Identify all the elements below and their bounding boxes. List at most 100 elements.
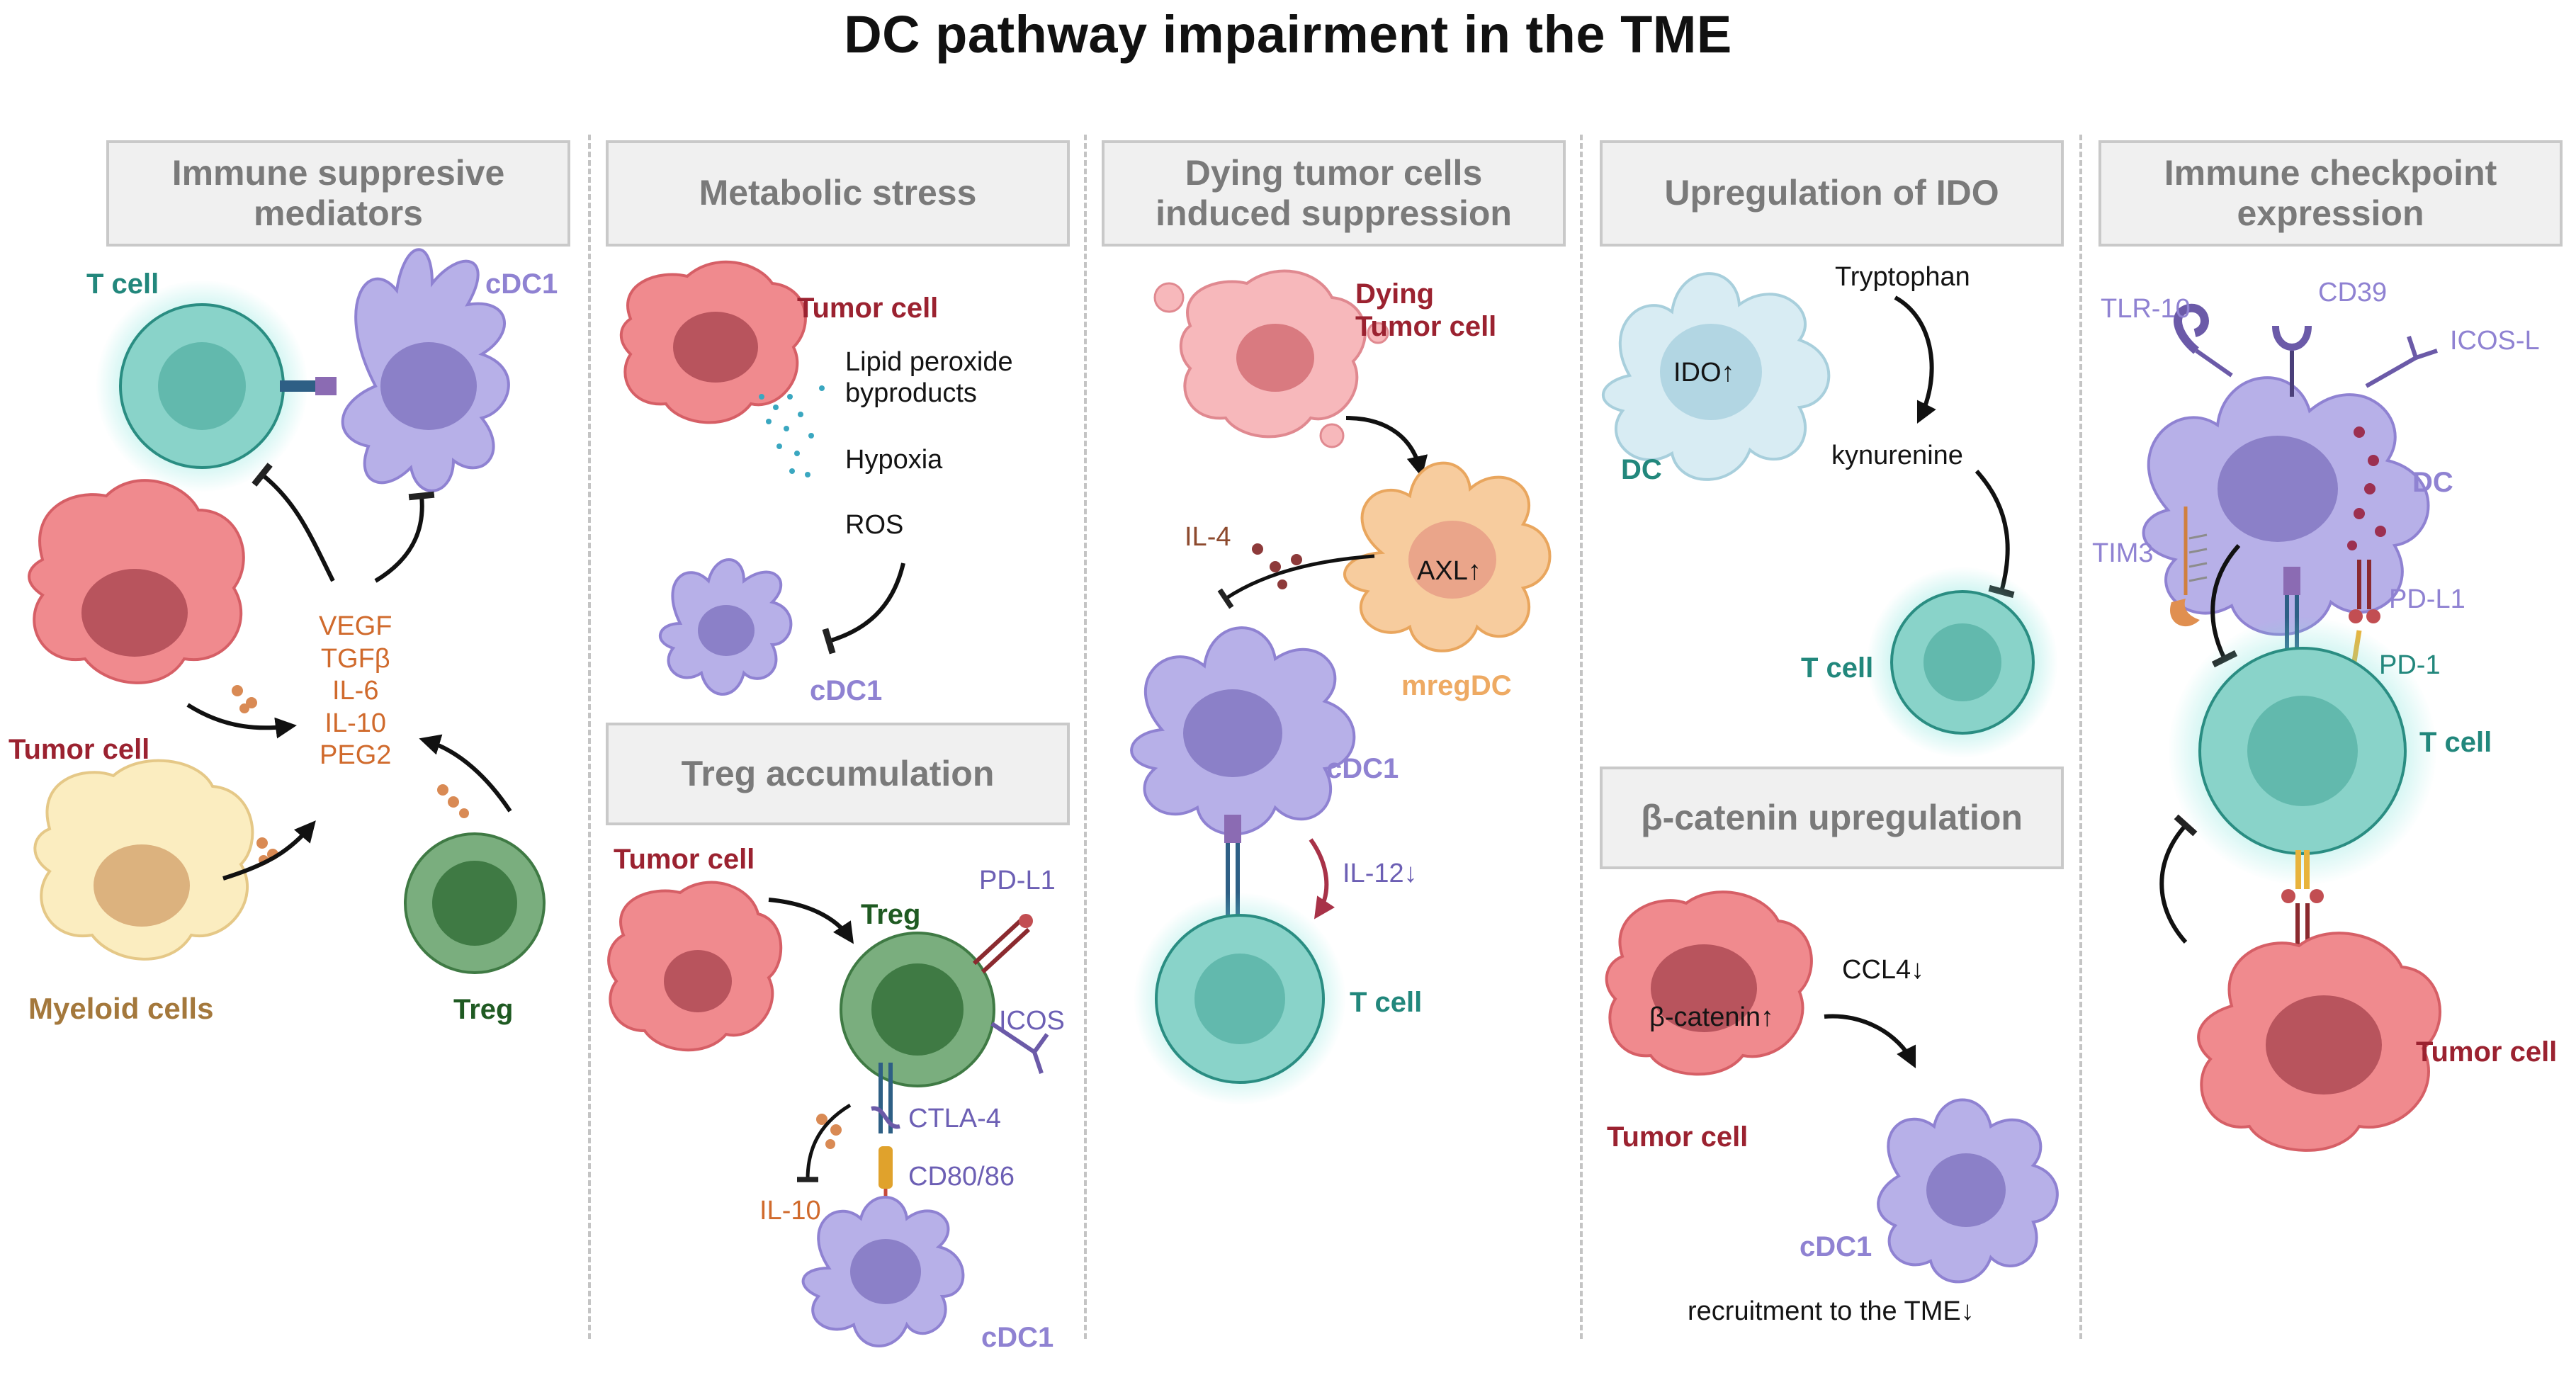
tumor-inhibit-p5 — [2159, 814, 2198, 944]
label-tumor-cell-p5: Tumor cell — [2416, 1036, 2558, 1068]
label-tryptophan: Tryptophan — [1835, 262, 1970, 292]
tumor-cell-p2-bottom — [607, 881, 783, 1052]
label-myeloid-cells: Myeloid cells — [28, 992, 214, 1025]
divider-2 — [1084, 135, 1087, 1339]
label-pd-1: PD-1 — [2379, 650, 2441, 680]
header-upregulation-ido: Upregulation of IDO — [1600, 140, 2064, 247]
dc-granules-p5 — [2347, 426, 2386, 550]
secretion-dots-p1 — [232, 685, 469, 865]
cdc1-cell-p2-bottom — [801, 1196, 965, 1347]
label-mregdc: mregDC — [1401, 670, 1512, 701]
dc-cell-p4 — [1601, 272, 1831, 481]
dying-tumor-cell-p3 — [1153, 269, 1389, 448]
label-dying-tumor-cell: Dying Tumor cell — [1355, 278, 1497, 342]
label-recruitment: recruitment to the TME↓ — [1688, 1296, 1975, 1326]
label-il-4: IL-4 — [1185, 522, 1231, 552]
label-dc-p5: DC — [2412, 467, 2453, 498]
arrow-to-treg-p2 — [768, 898, 854, 944]
label-hypoxia: Hypoxia — [845, 445, 943, 475]
label-tumor-cell-p4: Tumor cell — [1607, 1121, 1749, 1153]
cdc1-cell-p4 — [1877, 1098, 2059, 1284]
tumor-cell-p2-top — [619, 260, 807, 424]
label-ccl4: CCL4↓ — [1842, 955, 1925, 985]
label-mediators-list: VEGF TGFβ IL-6 IL-10 PEG2 — [319, 611, 392, 771]
tumor-cell-p5 — [2197, 932, 2441, 1152]
header-treg-accumulation: Treg accumulation — [606, 723, 1070, 825]
t-cell-p3 — [1134, 893, 1346, 1105]
il10-inhibit-p2 — [796, 1103, 852, 1182]
label-icos-l: ICOS-L — [2450, 326, 2540, 356]
label-cdc1-p4: cDC1 — [1800, 1231, 1872, 1262]
il10-dots-p2 — [816, 1114, 842, 1149]
divider-4 — [2079, 135, 2082, 1339]
tlr10-receptor-p5 — [2174, 303, 2233, 378]
label-il-12: IL-12↓ — [1343, 859, 1418, 888]
receptor-pair-p1 — [280, 377, 337, 395]
label-tim3: TIM3 — [2092, 538, 2154, 568]
treg-cell-p1 — [404, 832, 546, 974]
tumor-cell-p1 — [28, 479, 245, 684]
label-pd-l1-p5: PD-L1 — [2389, 584, 2465, 614]
il12-arrow-p3 — [1309, 838, 1335, 920]
treg-cell-p2 — [840, 932, 995, 1087]
divider-3 — [1580, 135, 1583, 1339]
lipid-dots-p2 — [759, 385, 825, 477]
cdc1-cell-p3 — [1130, 626, 1356, 836]
header-beta-catenin: β-catenin upregulation — [1600, 767, 2064, 869]
label-t-cell-p5: T cell — [2419, 727, 2492, 758]
label-ido: IDO↑ — [1673, 358, 1735, 388]
myeloid-cell-p1 — [33, 759, 254, 961]
label-il-10: IL-10 — [759, 1196, 821, 1226]
label-ctla-4: CTLA-4 — [908, 1104, 1001, 1133]
cdc1-cell-p1 — [341, 248, 510, 492]
label-cd80-86: CD80/86 — [908, 1162, 1015, 1192]
label-kynurenine: kynurenine — [1831, 441, 1963, 470]
cd39-receptor-p5 — [2272, 325, 2312, 397]
mregdc-cell-p3 — [1343, 461, 1552, 652]
t-cell-p4 — [1867, 567, 2058, 758]
arrow-tryptophan-kynurenine — [1894, 295, 1936, 424]
header-dying-tumor-cells: Dying tumor cells induced suppression — [1102, 140, 1566, 247]
header-immune-suppressive-mediators: Immune suppresive mediators — [106, 140, 570, 247]
inhibit-arrow-p2 — [822, 562, 905, 655]
label-t-cell: T cell — [86, 268, 159, 300]
cdc1-cell-p2-top — [658, 558, 793, 696]
label-cdc1: cDC1 — [485, 268, 558, 300]
label-tumor-cell-top: Tumor cell — [797, 293, 939, 324]
header-immune-checkpoint: Immune checkpoint expression — [2098, 140, 2563, 247]
label-t-cell-p4: T cell — [1801, 652, 1874, 684]
label-cdc1-bottom: cDC1 — [981, 1322, 1054, 1353]
label-axl: AXL↑ — [1417, 556, 1481, 586]
label-treg: Treg — [453, 994, 514, 1025]
label-t-cell-p3: T cell — [1350, 987, 1423, 1018]
arrow-dying-to-mregdc — [1345, 416, 1428, 477]
receptor-p3 — [1224, 815, 1241, 921]
label-beta-catenin-up: β-catenin↑ — [1649, 1002, 1775, 1032]
label-tlr-10: TLR-10 — [2101, 294, 2191, 324]
arrows-p1 — [186, 463, 512, 881]
header-metabolic-stress: Metabolic stress — [606, 140, 1070, 247]
label-cdc1-p3: cDC1 — [1326, 753, 1399, 784]
label-tumor-cell-bottom: Tumor cell — [614, 844, 755, 875]
label-ros: ROS — [845, 510, 904, 540]
pdl1-receptor-p2 — [972, 914, 1033, 974]
page-title: DC pathway impairment in the TME — [844, 5, 1732, 64]
label-cd39: CD39 — [2318, 278, 2388, 307]
divider-1 — [588, 135, 591, 1339]
il4-dots-p3 — [1252, 543, 1302, 589]
label-cdc1-top: cDC1 — [810, 675, 883, 706]
icosl-receptor-p5 — [2365, 336, 2438, 388]
label-icos: ICOS — [999, 1006, 1065, 1036]
tim3-receptor-p5 — [2170, 507, 2208, 627]
label-tumor-cell: Tumor cell — [9, 734, 150, 765]
icos-receptor-p2 — [990, 1022, 1049, 1074]
t-cell-p5 — [2168, 616, 2437, 886]
label-dc-p4: DC — [1621, 454, 1662, 485]
label-pd-l1-p2: PD-L1 — [979, 866, 1056, 895]
t-cell-p1 — [96, 280, 308, 492]
arrow-to-cdc1-p4 — [1824, 1014, 1916, 1069]
tumor-cell-p4 — [1605, 890, 1813, 1076]
il4-inhibit-p3 — [1217, 554, 1375, 609]
